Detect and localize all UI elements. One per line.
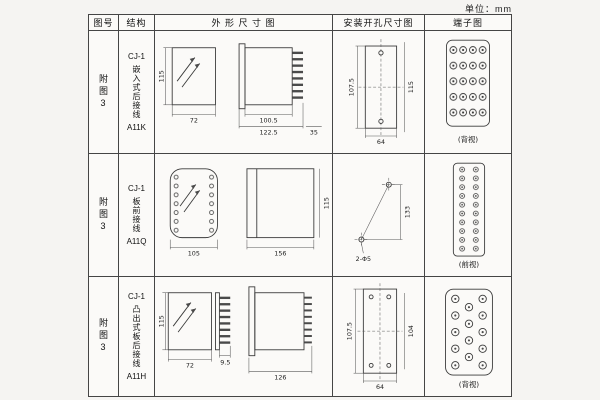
height-dimension: 115 (157, 291, 168, 350)
hole-dimensions: 133 2-Φ5 (355, 184, 411, 263)
dim-label-bottom: 64 (375, 383, 383, 390)
figure-number-cell: 附图3 (89, 31, 119, 154)
dim-label-pin: 9.5 (220, 358, 230, 366)
outline-drawing-cell: 105 156 115 (155, 154, 333, 277)
view-label: (背视) (459, 379, 479, 388)
code-label: A11K (127, 123, 146, 132)
dim-label-right: 115 (408, 81, 415, 93)
width-dimension: 72 (167, 349, 212, 369)
terminal-grid (451, 294, 487, 369)
figure-number-cell: 附图3 (89, 277, 119, 396)
mounting-drawing-a11k: 107.5 115 64 (348, 39, 415, 146)
terminal-block-outline (452, 162, 486, 257)
side-view (238, 43, 303, 110)
dim-label-depth1: 100.5 (259, 116, 277, 124)
dim-label-front-width: 105 (187, 249, 199, 257)
side-view (247, 285, 312, 356)
figure-number-label: 附图3 (98, 196, 108, 234)
depth-dimensions: 100.5 122.5 35 (238, 102, 322, 136)
model-label: CJ-1 (128, 52, 145, 61)
side-dimensions: 156 115 (246, 168, 330, 257)
cutout-dimensions: 107.5 115 64 (348, 42, 415, 146)
outline-drawing-a11q: 105 156 115 (169, 168, 330, 257)
dim-label-bottom: 64 (376, 139, 384, 146)
header-outline-dimensions: 外 形 尺 寸 图 (155, 15, 333, 31)
terminal-drawing-cell: (背视) (425, 31, 511, 154)
figure-number-cell: 附图3 (89, 154, 119, 277)
structure-cell: CJ-1 板前接线 A11Q (119, 154, 155, 277)
terminal-comb: 9.5 (214, 291, 230, 366)
cutout-outline (357, 39, 403, 136)
mount-type-label: 嵌入式后接线 (132, 65, 141, 119)
terminal-grid (448, 42, 488, 121)
height-dimension: 115 (157, 47, 172, 106)
front-width-dimension: 105 (169, 239, 218, 257)
side-view (246, 168, 314, 239)
outline-drawing-cell: 115 72 (155, 31, 333, 154)
depth-dimension: 126 (248, 345, 312, 381)
model-label: CJ-1 (128, 292, 145, 301)
dim-label-depth: 126 (274, 373, 286, 381)
terminal-grid (455, 165, 483, 254)
mount-type-label: 凸出式板后接线 (132, 305, 141, 368)
mounting-drawing-cell: 107.5 115 64 (333, 31, 425, 154)
mounting-drawing-cell: 133 2-Φ5 (333, 154, 425, 277)
dim-label-depth2: 122.5 (259, 128, 277, 136)
figure-number-label: 附图3 (98, 73, 108, 111)
terminal-drawing-cell: (前视) (425, 154, 511, 277)
cutout-outline (356, 282, 402, 379)
dim-label-height: 115 (322, 197, 330, 209)
dim-label-depth: 156 (274, 249, 286, 257)
structure-cell: CJ-1 嵌入式后接线 A11K (119, 31, 155, 154)
outline-drawing-cell: 115 72 (155, 277, 333, 396)
mounting-drawing-a11q: 133 2-Φ5 (354, 177, 411, 263)
cutout-dimensions: 107.5 104 64 (346, 288, 415, 390)
terminal-drawing-a11q: (前视) (452, 162, 486, 269)
terminal-drawing-a11k: (背视) (446, 39, 490, 144)
terminal-block-outline (446, 39, 490, 127)
terminal-drawing-cell: (背视) (425, 277, 511, 396)
outline-drawing-a11k: 115 72 (157, 43, 322, 136)
code-label: A11Q (126, 237, 147, 246)
front-view (169, 168, 218, 239)
dim-label-height: 115 (157, 70, 165, 82)
structure-cell: CJ-1 凸出式板后接线 A11H (119, 277, 155, 396)
figure-number-label: 附图3 (98, 318, 108, 355)
dim-label-left: 107.5 (348, 78, 355, 96)
header-terminal-diagram: 端子图 (425, 15, 511, 31)
mounting-drawing-a11h: 107.5 104 64 (346, 282, 415, 390)
unit-label: 单位：mm (465, 4, 512, 14)
header-figure-number: 图号 (89, 15, 119, 31)
dim-label-height: 115 (157, 315, 165, 327)
dim-label-right: 104 (408, 325, 415, 337)
view-label: (背视) (458, 135, 478, 144)
mounting-holes (354, 177, 396, 247)
dim-label-holes: 2-Φ5 (355, 256, 370, 263)
mount-type-label: 板前接线 (132, 197, 141, 233)
front-view (167, 291, 212, 350)
terminal-block-outline (445, 288, 493, 376)
front-view (171, 47, 216, 106)
dimension-table: 图号 结构 外 形 尺 寸 图 安装开孔尺寸图 端子图 附图3 CJ-1 嵌入式… (88, 14, 512, 397)
dim-label-width: 72 (185, 361, 193, 369)
dim-label-left: 107.5 (346, 322, 353, 340)
model-label: CJ-1 (128, 184, 145, 193)
header-mounting-cutout: 安装开孔尺寸图 (333, 15, 425, 31)
width-dimension: 72 (171, 104, 216, 124)
terminal-drawing-a11h: (背视) (445, 288, 493, 388)
outline-drawing-a11h: 115 72 (157, 285, 312, 381)
mounting-drawing-cell: 107.5 104 64 (333, 277, 425, 396)
dim-label-width: 72 (189, 116, 197, 124)
view-label: (前视) (459, 260, 479, 269)
dim-label-spacing: 133 (404, 206, 411, 218)
header-structure: 结构 (119, 15, 155, 31)
dim-label-edge: 35 (309, 128, 317, 136)
code-label: A11H (126, 372, 147, 381)
